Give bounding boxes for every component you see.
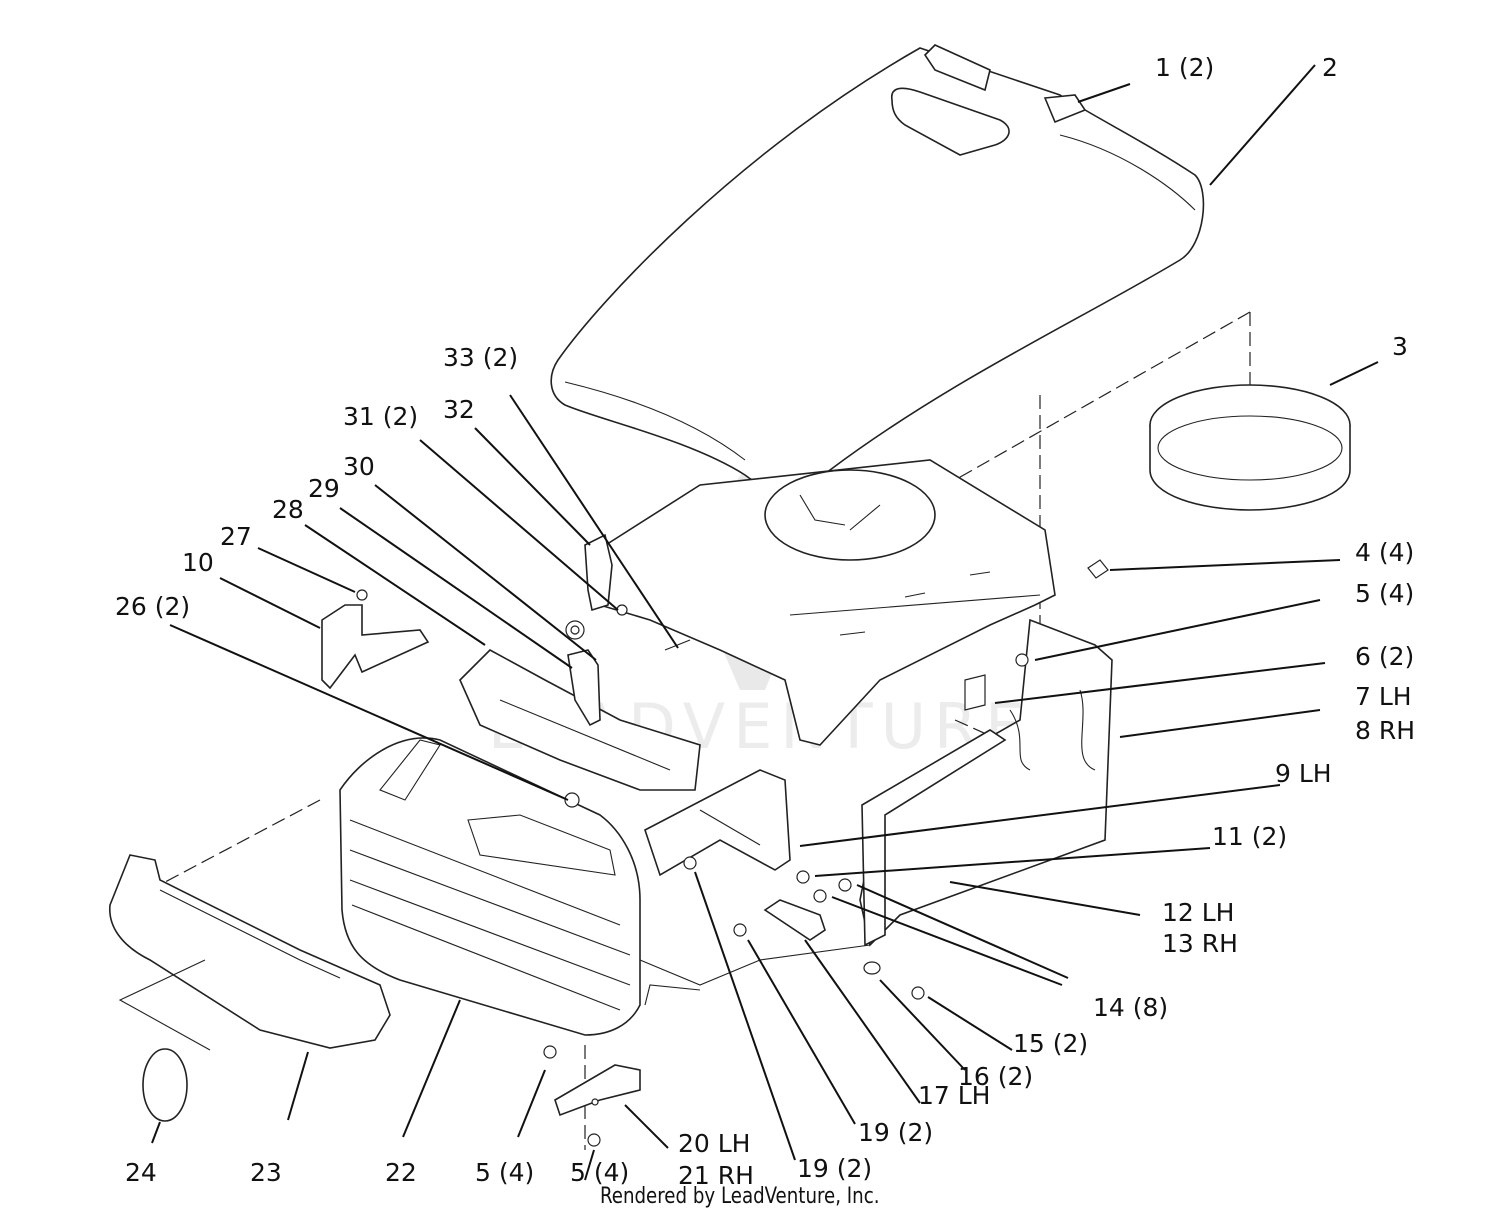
- callout-28: 28: [272, 495, 304, 524]
- callout-4: 4 (4): [1355, 538, 1414, 567]
- hood: [550, 44, 1205, 490]
- callout-17: 17 LH: [918, 1081, 991, 1110]
- callout-5-upper: 5 (4): [1355, 579, 1414, 608]
- callout-31: 31 (2): [343, 402, 418, 431]
- grille-inner-frame: [459, 649, 701, 791]
- callout-14: 14 (8): [1093, 993, 1168, 1022]
- callout-32: 32: [443, 395, 475, 424]
- grille: [339, 737, 641, 1036]
- callout-2: 2: [1322, 53, 1338, 82]
- side-bracket: [861, 729, 1007, 947]
- callout-30: 30: [343, 452, 375, 481]
- callout-23: 23: [250, 1158, 282, 1187]
- air-filter-ring: [1149, 384, 1351, 511]
- callout-16: 16 (2): [958, 1062, 1033, 1091]
- callout-22: 22: [385, 1158, 417, 1187]
- small-brackets: [321, 533, 613, 727]
- callout-11: 11 (2): [1212, 822, 1287, 851]
- callout-27: 27: [220, 522, 252, 551]
- callout-5-lower: 5 (4): [475, 1158, 534, 1187]
- callout-33: 33 (2): [443, 343, 518, 372]
- callout-5-bottom: 5 (4): [570, 1158, 629, 1187]
- callout-7: 7 LH: [1355, 682, 1412, 711]
- callout-13: 13 RH: [1162, 929, 1238, 958]
- lower-bracket: [554, 1064, 641, 1117]
- callout-10: 10: [182, 548, 214, 577]
- headlight-lens: [142, 1048, 188, 1122]
- callout-12: 12 LH: [1162, 898, 1235, 927]
- callout-9: 9 LH: [1275, 759, 1332, 788]
- callout-20: 20 LH: [678, 1129, 751, 1158]
- callout-15: 15 (2): [1013, 1029, 1088, 1058]
- callout-21: 21 RH: [678, 1161, 754, 1190]
- callout-26: 26 (2): [115, 592, 190, 621]
- callout-6: 6 (2): [1355, 642, 1414, 671]
- leader-lines: [151, 64, 1379, 1181]
- hood-lower-panel: [589, 459, 1056, 746]
- render-credit: Rendered by LeadVenture, Inc.: [600, 1184, 880, 1209]
- bumper: [109, 854, 391, 1051]
- callout-1: 1 (2): [1155, 53, 1214, 82]
- callout-3: 3: [1392, 332, 1408, 361]
- callout-29: 29: [308, 474, 340, 503]
- callout-8: 8 RH: [1355, 716, 1415, 745]
- hardware: [356, 559, 1109, 1147]
- callout-24: 24: [125, 1158, 157, 1187]
- callout-19-left: 19 (2): [797, 1154, 872, 1183]
- front-bracket: [644, 769, 791, 877]
- callout-labels: 1 (2) 2 3 4 (4) 5 (4) 6 (2) 7 LH 8 RH 9 …: [115, 53, 1415, 1190]
- callout-19-right: 19 (2): [858, 1118, 933, 1147]
